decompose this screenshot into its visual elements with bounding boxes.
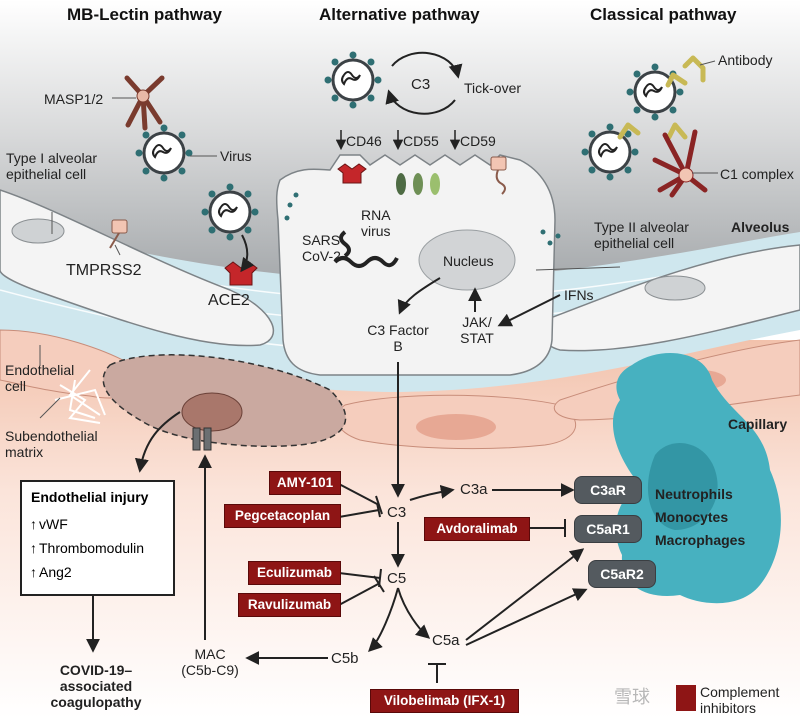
drug-pegcetacoplan: Pegcetacoplan (224, 504, 341, 528)
mb-lectin-pathway-heading: MB-Lectin pathway (67, 5, 222, 24)
rna-virus-label: RNA virus (361, 207, 391, 240)
sars-cov-2-label: SARS-CoV-2 (302, 232, 345, 265)
mac-label: MAC (C5b-C9) (181, 646, 239, 679)
c3-factor-b-label: C3 Factor B (367, 322, 429, 355)
drug-eculizumab: Eculizumab (248, 561, 341, 585)
c3-tickover-label: C3 (411, 76, 431, 93)
receptor-c3ar: C3aR (574, 476, 642, 504)
alveolus-label: Alveolus (731, 219, 790, 235)
masp-label: MASP1/2 (44, 91, 104, 107)
subendothelial-matrix-label: Subendothelial matrix (5, 428, 98, 461)
alternative-pathway-heading: Alternative pathway (319, 5, 480, 24)
antibody-label: Antibody (718, 52, 773, 68)
monocytes-label: Monocytes (655, 509, 729, 525)
tick-over-label: Tick-over (464, 80, 522, 96)
jak-stat-label: JAK/ STAT (460, 314, 494, 347)
virus-label: Virus (220, 148, 252, 164)
capillary-label: Capillary (728, 416, 788, 432)
injury-item-ang2: ↑Ang2 (30, 564, 72, 580)
ifns-label: IFNs (564, 287, 594, 303)
c5a-label: C5a (432, 632, 460, 649)
legend-label: Complement inhibitors (700, 684, 780, 717)
injury-item-thrombomodulin: ↑Thrombomodulin (30, 540, 145, 556)
up-arrow-icon: ↑ (30, 564, 37, 580)
endothelial-injury-box: Endothelial injury ↑vWF ↑Thrombomodulin … (20, 480, 175, 596)
classical-pathway-heading: Classical pathway (590, 5, 737, 24)
ace2-label: ACE2 (208, 292, 250, 309)
c3-label: C3 (387, 504, 407, 521)
c5b-label: C5b (331, 650, 359, 667)
up-arrow-icon: ↑ (30, 540, 37, 556)
cd55-label: CD55 (403, 133, 439, 149)
type2-cell-label: Type II alveolar epithelial cell (594, 219, 689, 252)
receptor-c5ar2: C5aR2 (588, 560, 656, 588)
endothelial-injury-title: Endothelial injury (31, 489, 149, 505)
c5-label: C5 (387, 570, 407, 587)
up-arrow-icon: ↑ (30, 516, 37, 532)
injury-item-vwf: ↑vWF (30, 516, 68, 532)
drug-avdoralimab: Avdoralimab (424, 517, 530, 541)
c1-complex-label: C1 complex (720, 166, 794, 182)
drug-ravulizumab: Ravulizumab (238, 593, 341, 617)
complement-inhibitor-legend-swatch (676, 685, 696, 711)
cd59-label: CD59 (460, 133, 496, 149)
covid-coagulopathy-label: COVID-19–associated coagulopathy (50, 662, 142, 711)
neutrophils-label: Neutrophils (655, 486, 733, 502)
drug-amy101: AMY-101 (269, 471, 341, 495)
watermark: 雪球 (614, 687, 650, 707)
nucleus-label: Nucleus (443, 253, 494, 269)
macrophages-label: Macrophages (655, 532, 746, 548)
endothelial-cell-label: Endothelial cell (5, 362, 75, 395)
receptor-c5ar1: C5aR1 (574, 515, 642, 543)
c3a-label: C3a (460, 481, 488, 498)
tmprss2-label: TMPRSS2 (66, 262, 142, 279)
cd46-label: CD46 (346, 133, 382, 149)
type1-cell-label: Type I alveolar epithelial cell (6, 150, 98, 183)
drug-vilobelimab: Vilobelimab (IFX-1) (370, 689, 519, 713)
